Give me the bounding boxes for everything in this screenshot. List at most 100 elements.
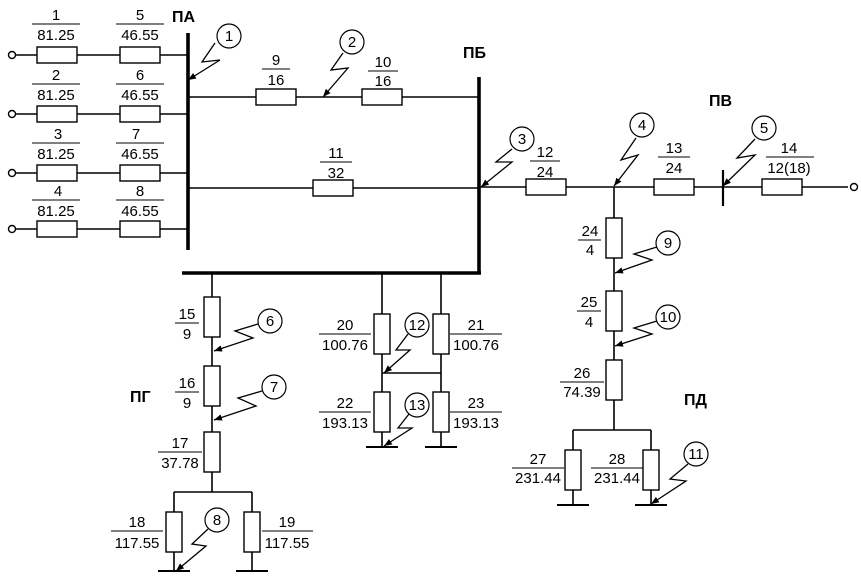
element-label-25: 25 4 [577,294,601,331]
element-label-11: 11 32 [320,145,352,182]
svg-text:81.25: 81.25 [37,27,75,44]
svg-text:16: 16 [268,72,285,89]
element-label-19: 19 117.55 [262,514,313,552]
element-label-13: 13 24 [658,140,690,177]
fault-marker-9: 9 [614,230,681,274]
svg-text:193.13: 193.13 [322,415,368,432]
element-label-9: 9 16 [262,52,290,89]
svg-text:1: 1 [225,28,233,45]
feeder-row-2 [7,105,188,123]
element-label-23: 23 193.13 [450,395,502,432]
fault-marker-8: 8 [175,507,230,572]
svg-text:193.13: 193.13 [453,415,499,432]
svg-text:26: 26 [574,365,591,382]
element-label-18: 18 117.55 [111,514,163,552]
fault-marker-4: 4 [613,112,655,187]
svg-text:100.76: 100.76 [322,337,368,354]
element-label-24: 24 4 [578,223,601,259]
element-label-1: 1 81.25 [32,7,80,44]
svg-text:81.25: 81.25 [37,203,75,220]
line-pa-pb-lower [188,179,479,197]
svg-text:16: 16 [179,375,196,392]
svg-text:2: 2 [52,67,60,84]
fault-marker-3: 3 [480,126,535,188]
svg-text:74.39: 74.39 [563,384,601,401]
svg-text:20: 20 [337,317,354,334]
svg-text:28: 28 [609,451,626,468]
element-label-3: 3 81.25 [32,126,80,163]
svg-text:5: 5 [136,7,144,24]
bus-label-pg: ПГ [130,389,151,406]
branch-pd [557,187,667,506]
bus-label-pb: ПБ [463,45,486,62]
svg-text:15: 15 [179,306,196,323]
element-label-20: 20 100.76 [319,317,371,354]
svg-text:7: 7 [132,126,140,143]
svg-text:25: 25 [581,294,598,311]
svg-text:2: 2 [348,34,356,51]
element-label-8: 8 46.55 [116,183,164,220]
svg-text:9: 9 [272,52,280,69]
fault-marker-10: 10 [614,304,681,347]
fault-marker-11: 11 [650,441,709,505]
svg-text:17: 17 [172,435,189,452]
line-pa-pb-upper [188,88,479,106]
svg-text:12: 12 [409,317,426,334]
svg-text:27: 27 [530,451,547,468]
fault-marker-1: 1 [187,23,242,81]
svg-text:10: 10 [375,54,392,71]
svg-text:10: 10 [660,309,677,326]
fault-marker-7: 7 [213,374,287,421]
bus-label-pa: ПА [172,9,196,26]
svg-text:81.25: 81.25 [37,87,75,104]
svg-text:3: 3 [518,131,526,148]
svg-text:1: 1 [52,7,60,24]
svg-text:231.44: 231.44 [594,470,640,487]
svg-text:23: 23 [468,395,485,412]
bus-label-pd: ПД [684,392,708,409]
svg-text:21: 21 [468,317,485,334]
fault-marker-2: 2 [322,29,365,98]
svg-text:11: 11 [328,145,344,162]
svg-text:4: 4 [586,242,594,259]
feeder-row-1 [7,46,188,64]
svg-text:7: 7 [270,379,278,396]
branch-pg [158,273,268,572]
svg-text:24: 24 [582,223,599,240]
svg-text:18: 18 [129,514,146,531]
svg-text:32: 32 [328,165,345,182]
element-label-5: 5 46.55 [116,7,164,44]
svg-text:46.55: 46.55 [121,203,159,220]
branch-middle [366,273,457,448]
element-label-6: 6 46.55 [116,67,164,104]
element-label-26: 26 74.39 [560,365,604,401]
element-label-10: 10 16 [368,54,398,90]
svg-text:11: 11 [688,446,704,463]
element-label-15: 15 9 [175,306,199,343]
svg-text:12(18): 12(18) [767,160,810,177]
svg-text:4: 4 [54,183,62,200]
element-label-7: 7 46.55 [116,126,164,163]
line-pb-pv [479,170,859,206]
svg-text:9: 9 [183,326,191,343]
element-label-28: 28 231.44 [591,451,643,487]
feeder-row-4 [7,220,188,238]
svg-text:9: 9 [183,395,191,412]
svg-text:6: 6 [266,313,274,330]
svg-text:24: 24 [666,160,683,177]
element-label-12: 12 24 [530,144,560,181]
element-label-17: 17 37.78 [158,435,202,472]
svg-text:46.55: 46.55 [121,87,159,104]
svg-text:46.55: 46.55 [121,146,159,163]
svg-text:13: 13 [409,397,426,414]
svg-text:37.78: 37.78 [161,455,199,472]
svg-text:16: 16 [375,73,392,90]
svg-text:22: 22 [337,395,354,412]
fault-marker-13: 13 [383,392,430,447]
svg-text:117.55: 117.55 [115,535,160,552]
fault-marker-5: 5 [722,115,777,187]
element-label-21: 21 100.76 [450,317,502,354]
svg-text:19: 19 [279,514,296,531]
feeder-row-3 [7,164,188,182]
